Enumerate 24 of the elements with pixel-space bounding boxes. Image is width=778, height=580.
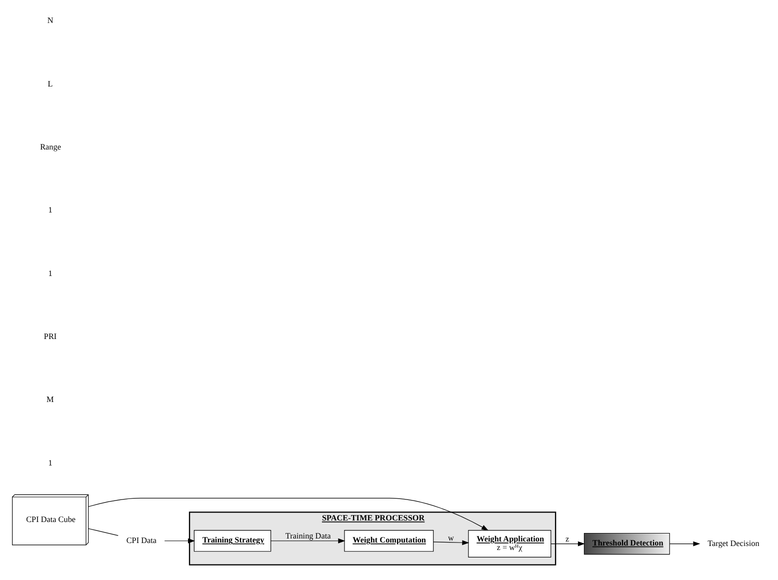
arrow [550,541,584,546]
node-text: Target Decision [707,538,759,548]
arrow [668,541,700,546]
node-text: CPI Data [126,536,156,546]
label: 1 [48,206,52,215]
label: M [46,395,54,404]
arrow [164,538,195,544]
label: 1 [48,458,52,468]
label: 1 [48,268,52,278]
node-box: Training Strategy [193,530,271,552]
arrow [88,498,488,531]
edge-label: Training Data [284,532,330,541]
label: PRI [43,332,56,341]
edge-label: w [447,533,454,542]
label: Range [40,142,61,152]
edge-label: z [565,534,569,544]
arrow [270,538,345,544]
node-box: Threshold Detection [583,532,670,555]
node-box: Weight Application z = wᴴχ [468,530,551,558]
connector [88,528,118,536]
label: L [47,79,52,88]
label: N [46,16,53,26]
arrow [432,540,469,546]
node-box: Weight Computation [344,530,434,552]
